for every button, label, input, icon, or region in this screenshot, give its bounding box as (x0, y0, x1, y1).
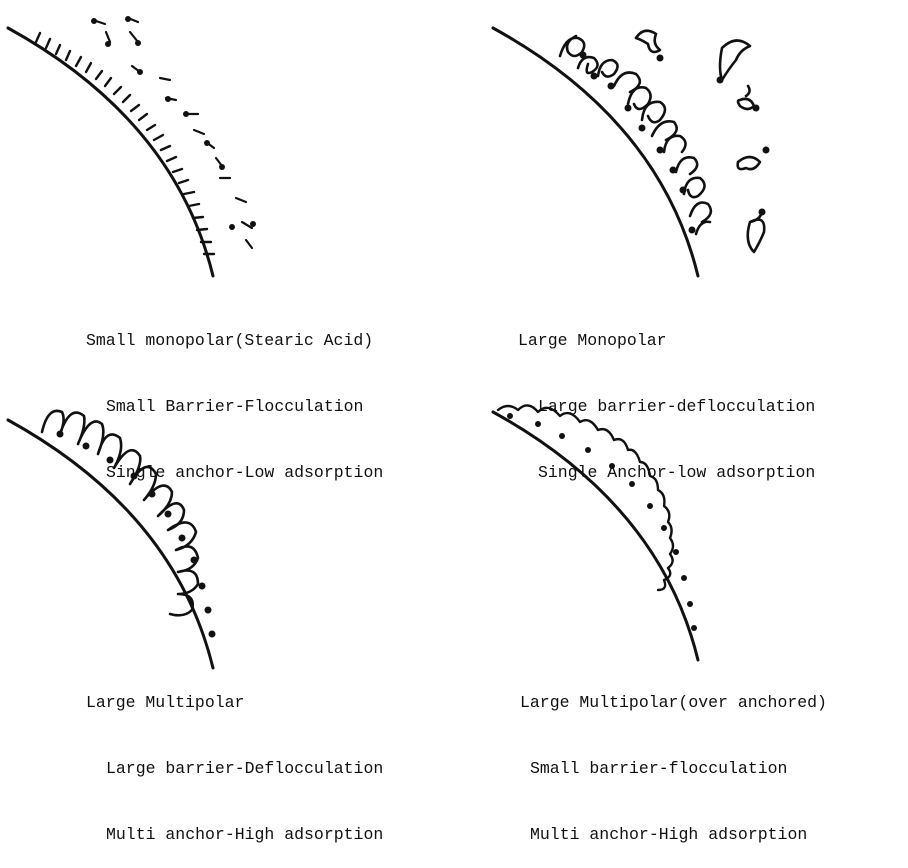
anchor-dots (56, 430, 216, 638)
adsorbed-coils (558, 34, 713, 236)
caption-large-multipolar: Large Multipolar Large barrier-Defloccul… (86, 648, 383, 868)
panel-over-anchored-drawing (491, 404, 700, 662)
panel-large-multipolar-drawing (6, 409, 216, 670)
caption-title: Large Multipolar (86, 693, 245, 712)
caption-barrier: Small Barrier-Flocculation (106, 397, 364, 416)
caption-title: Small monopolar(Stearic Acid) (86, 331, 374, 350)
panel-large-monopolar-drawing (491, 26, 770, 278)
caption-anchor: Single anchor-Low adsorption (106, 463, 384, 482)
caption-anchor: Multi anchor-High adsorption (530, 825, 808, 844)
caption-title: Large Multipolar(over anchored) (520, 693, 827, 712)
flat-adsorbed-layer (496, 404, 675, 592)
anchor-dots (507, 413, 697, 631)
caption-anchor: Single Anchor-low adsorption (538, 463, 816, 482)
short-chain-molecules (34, 31, 216, 256)
caption-large-monopolar: Large Monopolar Large barrier-defloccula… (518, 286, 815, 506)
anchor-dots (91, 16, 256, 230)
particle-surface-2 (491, 26, 700, 278)
caption-anchor: Multi anchor-High adsorption (106, 825, 384, 844)
caption-title: Large Monopolar (518, 331, 667, 350)
particle-surface-1 (6, 26, 215, 278)
free-coils (634, 29, 766, 254)
caption-barrier: Small barrier-flocculation (530, 759, 788, 778)
caption-barrier: Large barrier-deflocculation (538, 397, 816, 416)
particle-surface-3 (6, 418, 215, 670)
particle-surface-4 (491, 410, 700, 662)
multi-anchored-loops (40, 409, 200, 617)
panel-small-monopolar-drawing (6, 16, 256, 278)
caption-barrier: Large barrier-Deflocculation (106, 759, 384, 778)
diagram-canvas (6, 16, 770, 670)
caption-over-anchored: Large Multipolar(over anchored) Small ba… (520, 648, 827, 868)
caption-small-monopolar: Small monopolar(Stearic Acid) Small Barr… (86, 286, 383, 506)
anchor-dots (579, 51, 770, 234)
free-molecules (91, 16, 254, 250)
